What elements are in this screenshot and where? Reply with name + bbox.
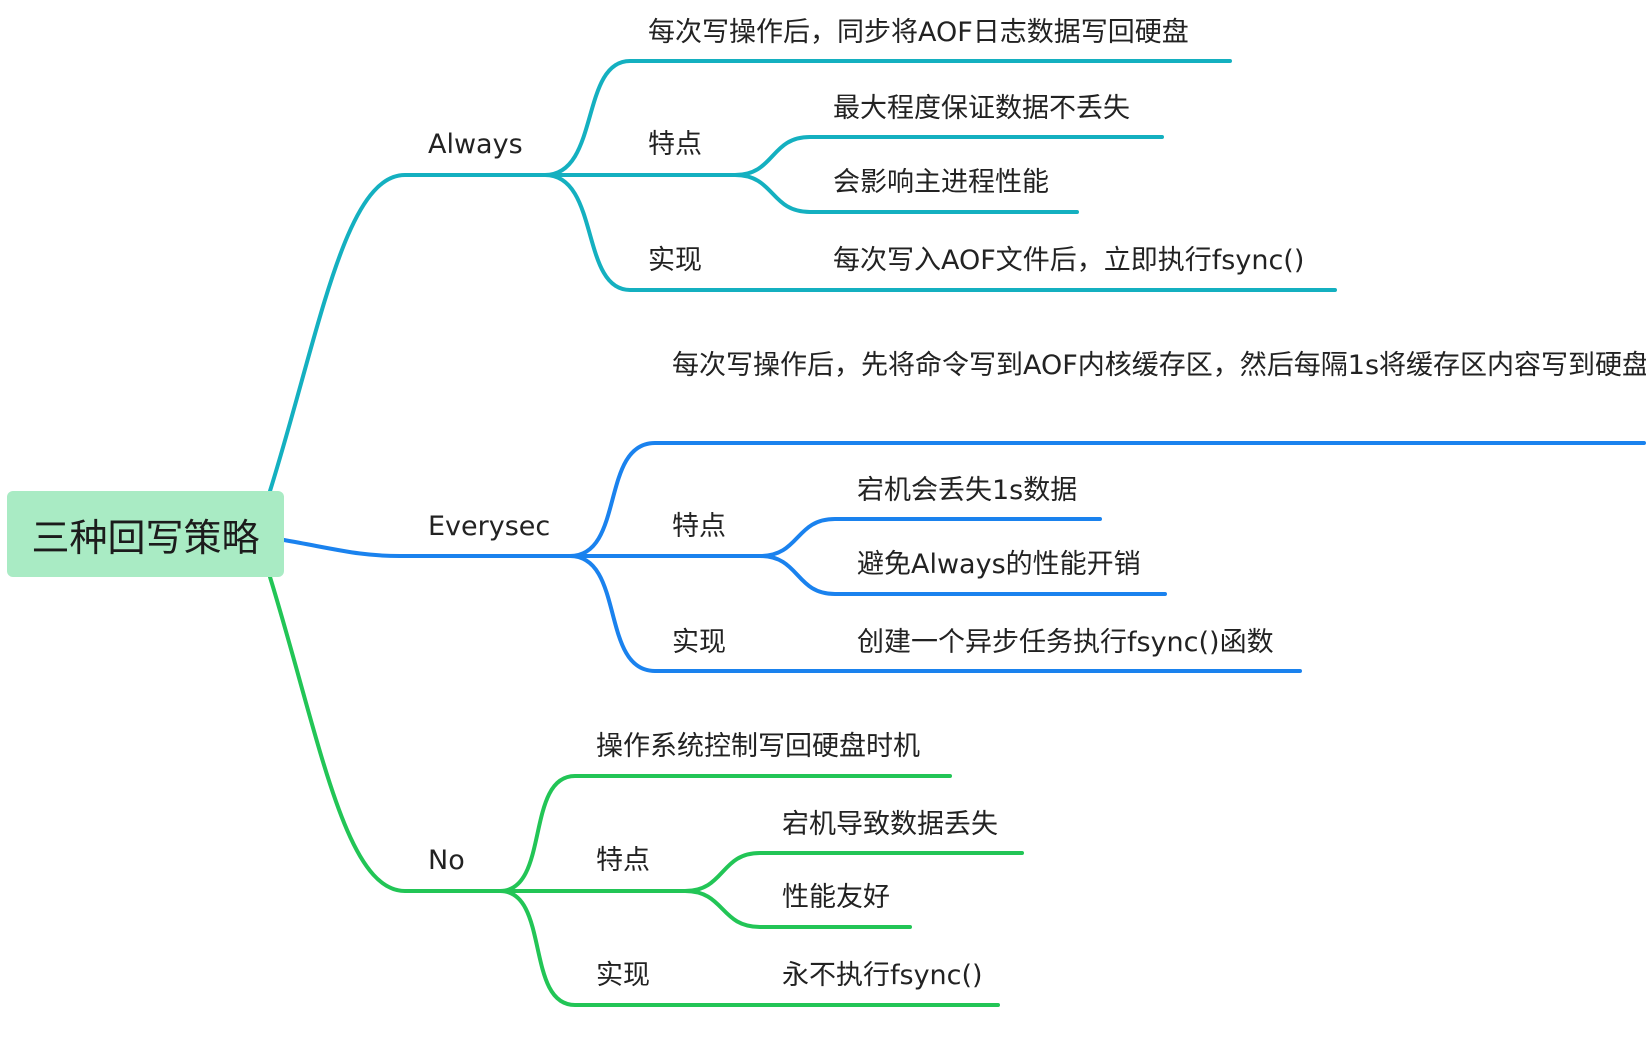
everysec-feature-node[interactable]: 特点 — [672, 511, 726, 542]
everysec-impl-node[interactable]: 实现 — [672, 627, 726, 658]
root-label: 三种回写策略 — [31, 515, 260, 560]
always-to-desc — [543, 59, 1232, 177]
everysec-connectors — [282, 441, 1646, 673]
no-feature-node[interactable]: 特点 — [596, 845, 650, 876]
everysec-to-impl — [568, 554, 1302, 673]
root-node[interactable]: 三种回写策略 — [7, 491, 284, 577]
always-node[interactable]: Always — [428, 129, 523, 160]
no-to-desc — [498, 774, 952, 893]
always-desc[interactable]: 每次写操作后，同步将AOF日志数据写回硬盘 — [648, 17, 1189, 48]
root-to-always — [268, 173, 547, 493]
everysec-feature-2[interactable]: 避免Always的性能开销 — [857, 549, 1141, 580]
no-feature-1[interactable]: 宕机导致数据丢失 — [782, 809, 998, 840]
no-node[interactable]: No — [428, 845, 465, 876]
root-to-no — [268, 575, 502, 893]
no-feature-2[interactable]: 性能友好 — [782, 882, 890, 913]
always-impl-node[interactable]: 实现 — [648, 245, 702, 276]
always-feature-to-f1 — [733, 135, 1164, 177]
no-impl-node[interactable]: 实现 — [596, 960, 650, 991]
always-feature-2[interactable]: 会影响主进程性能 — [833, 167, 1049, 198]
no-desc[interactable]: 操作系统控制写回硬盘时机 — [596, 731, 920, 762]
root-to-everysec — [282, 538, 572, 558]
everysec-feature-to-f2 — [758, 554, 1167, 596]
always-feature-1[interactable]: 最大程度保证数据不丢失 — [833, 93, 1130, 124]
no-connectors — [268, 575, 1024, 1007]
everysec-impl[interactable]: 创建一个异步任务执行fsync()函数 — [857, 627, 1274, 658]
always-feature-to-f2 — [733, 173, 1079, 214]
no-feature-to-f1 — [683, 851, 1024, 893]
always-feature-node[interactable]: 特点 — [648, 129, 702, 160]
always-to-impl — [543, 173, 1337, 292]
no-to-impl — [498, 889, 1000, 1007]
everysec-desc[interactable]: 每次写操作后，先将命令写到AOF内核缓存区，然后每隔1s将缓存区内容写到硬盘 — [672, 350, 1646, 381]
everysec-to-desc — [568, 441, 1646, 558]
no-impl[interactable]: 永不执行fsync() — [782, 960, 983, 991]
always-impl[interactable]: 每次写入AOF文件后，立即执行fsync() — [833, 245, 1305, 276]
everysec-feature-1[interactable]: 宕机会丢失1s数据 — [857, 475, 1078, 506]
always-connectors — [268, 59, 1337, 493]
everysec-feature-to-f1 — [758, 517, 1102, 558]
everysec-node[interactable]: Everysec — [428, 511, 551, 542]
no-feature-to-f2 — [683, 889, 912, 929]
